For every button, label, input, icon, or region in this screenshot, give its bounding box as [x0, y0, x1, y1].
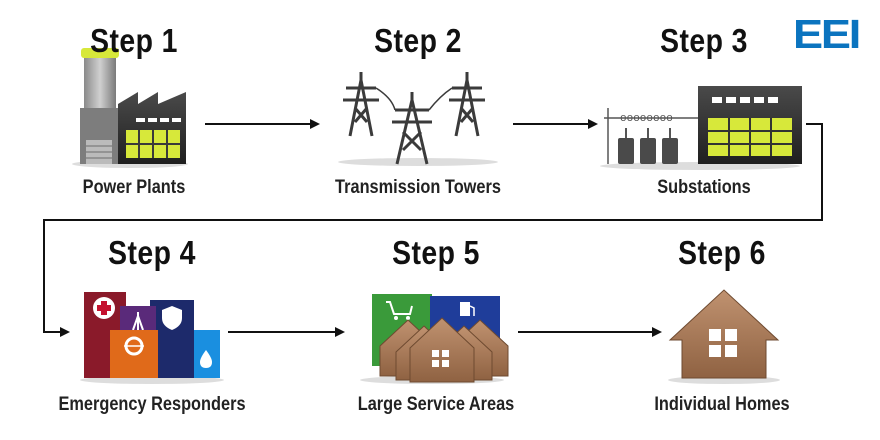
step-3-label: Substations: [657, 177, 751, 198]
step-2-title: Step 2: [374, 22, 462, 59]
transmission-tower-icon: [338, 72, 498, 166]
substation-icon: oooooooo: [600, 86, 802, 170]
svg-text:oooooooo: oooooooo: [620, 113, 673, 125]
step-5-title: Step 5: [392, 234, 480, 271]
service-area-icon: [360, 294, 509, 384]
step-5-label: Large Service Areas: [357, 394, 515, 415]
emergency-responders-icon: [80, 292, 224, 384]
step-6-title: Step 6: [678, 234, 766, 271]
arrow-step3-to-step4: [43, 123, 823, 337]
step-4-label: Emergency Responders: [58, 394, 246, 415]
step-1-title: Step 1: [90, 22, 178, 59]
step-1-label: Power Plants: [82, 177, 186, 198]
home-icon: [668, 289, 780, 384]
power-plant-icon: [72, 48, 188, 168]
step-6-label: Individual Homes: [654, 394, 790, 415]
step-2-label: Transmission Towers: [335, 177, 501, 198]
eei-logo: EEI: [792, 11, 861, 57]
step-3-title: Step 3: [660, 22, 748, 59]
step-4-title: Step 4: [108, 234, 196, 271]
